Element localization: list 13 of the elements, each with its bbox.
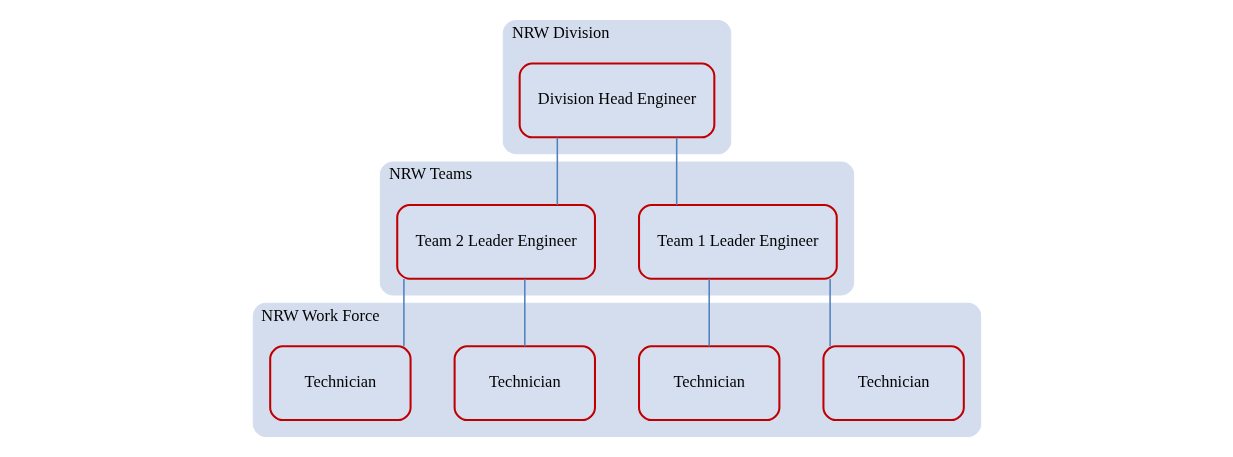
node-box: Team 1 Leader Engineer xyxy=(637,203,838,280)
connector xyxy=(675,136,677,206)
node-box: Technician xyxy=(453,345,596,422)
node-box: Division Head Engineer xyxy=(518,62,715,139)
node-box: Technician xyxy=(637,345,780,422)
connector xyxy=(828,278,831,348)
connector xyxy=(556,136,558,206)
node-box: Technician xyxy=(821,345,965,422)
node-box: Team 2 Leader Engineer xyxy=(395,203,596,280)
connector xyxy=(402,278,405,348)
connector xyxy=(707,278,710,348)
connector xyxy=(523,278,526,348)
node-box: Technician xyxy=(268,345,412,422)
